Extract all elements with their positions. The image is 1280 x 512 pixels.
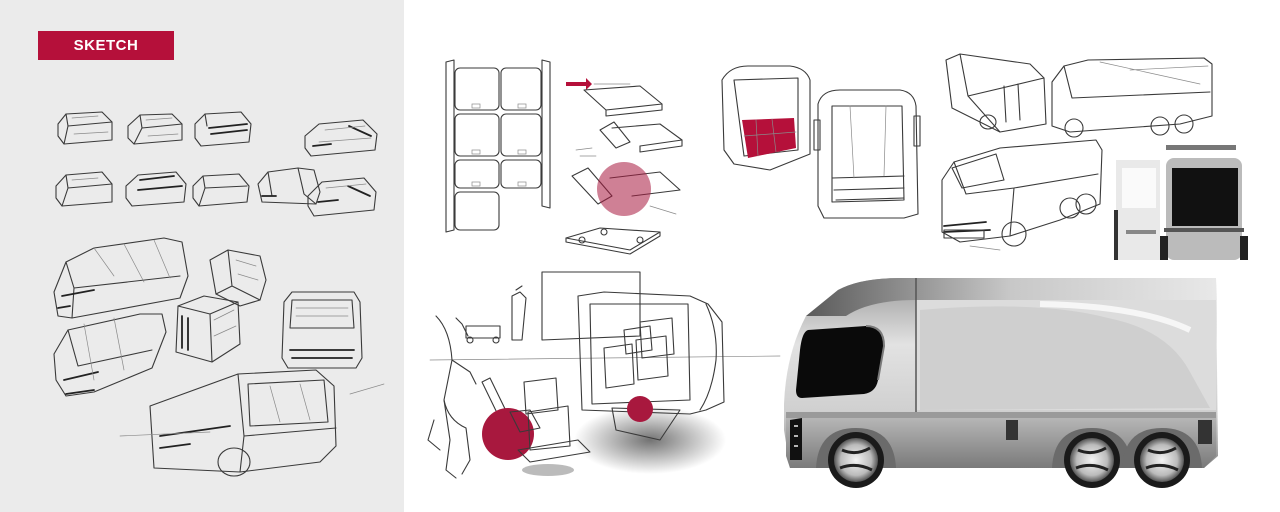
front-view-swatches [1114, 145, 1248, 260]
rear-wheel-2 [1134, 432, 1190, 488]
sketch-title-badge: SKETCH [38, 31, 174, 60]
pallet-mechanism-sketch [565, 78, 683, 255]
rear-wheel-1 [1064, 432, 1120, 488]
front-wheel [828, 432, 884, 488]
delivery-scene-sketch [427, 271, 781, 479]
highlight-circle-pallet [597, 162, 651, 216]
left-sketch-panel [0, 0, 404, 512]
highlight-circle-handtruck [482, 408, 534, 460]
container-stack-sketch [445, 59, 551, 233]
truck-side-sketches [941, 53, 1213, 251]
red-cargo-floor [742, 118, 796, 158]
cargo-pod-sketches [721, 65, 921, 219]
windshield [796, 326, 884, 398]
truck-rendering [784, 278, 1218, 488]
highlight-circle-ramp [627, 396, 653, 422]
large-cab-sketches [53, 237, 385, 477]
small-cab-thumbnails [55, 111, 378, 217]
